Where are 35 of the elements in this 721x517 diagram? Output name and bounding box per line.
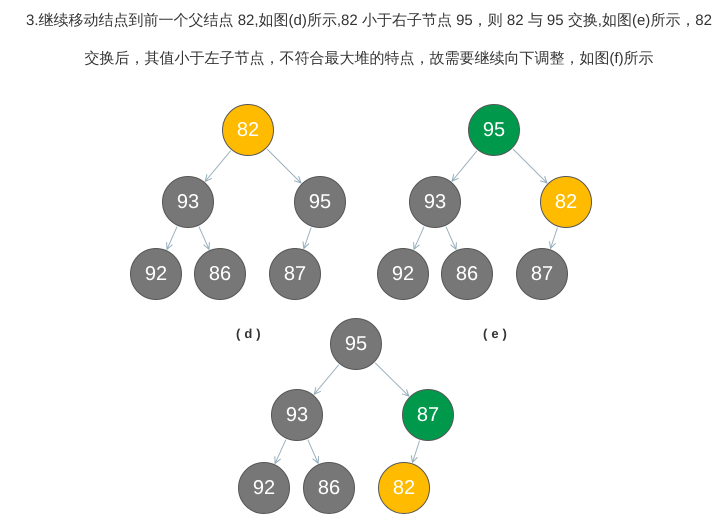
tree-node-circle: 92 [377,248,429,300]
tree-node-circle: 86 [441,248,493,300]
arrow [204,150,232,182]
tree-node-circle: 86 [303,462,355,514]
arrow [445,226,457,250]
tree-node-circle: 92 [130,248,182,300]
arrow [198,226,210,250]
tree-node-circle: 95 [468,104,520,156]
tree-node-circle: 86 [194,248,246,300]
arrow [512,148,548,184]
arrow [374,362,410,397]
arrow [307,439,319,464]
arrow [413,226,425,250]
arrow [314,364,340,395]
tree-node-circle: 82 [222,104,274,156]
arrow [549,227,558,249]
tree-node-circle: 93 [271,389,323,441]
tree-node-circle: 82 [540,176,592,228]
tree-node-circle: 95 [330,318,382,370]
arrow [274,439,286,464]
tree-node-circle: 87 [402,389,454,441]
tree-node-circle: 82 [378,462,430,514]
arrow [266,148,302,184]
figure-caption: (e) [483,326,511,341]
figure-caption: (d) [236,326,265,341]
description-text: 3.继续移动结点到前一个父结点 82,如图(d)所示,82 小于右子节点 95，则 82 与 95 交换,如图(e)所示，82 交换后，其值小于左子节点，不符合最大堆的特点，故需要继续向下调整，如图(f)所示 [25,11,713,69]
tree-node-circle: 93 [409,176,461,228]
tree-node-circle: 93 [162,176,214,228]
tree-node-circle: 95 [294,176,346,228]
arrow [452,150,478,182]
tree-node-circle: 92 [238,462,290,514]
tree-node-circle: 87 [516,248,568,300]
arrow [166,226,178,250]
arrow [302,227,312,249]
tree-node-circle: 87 [269,248,321,300]
